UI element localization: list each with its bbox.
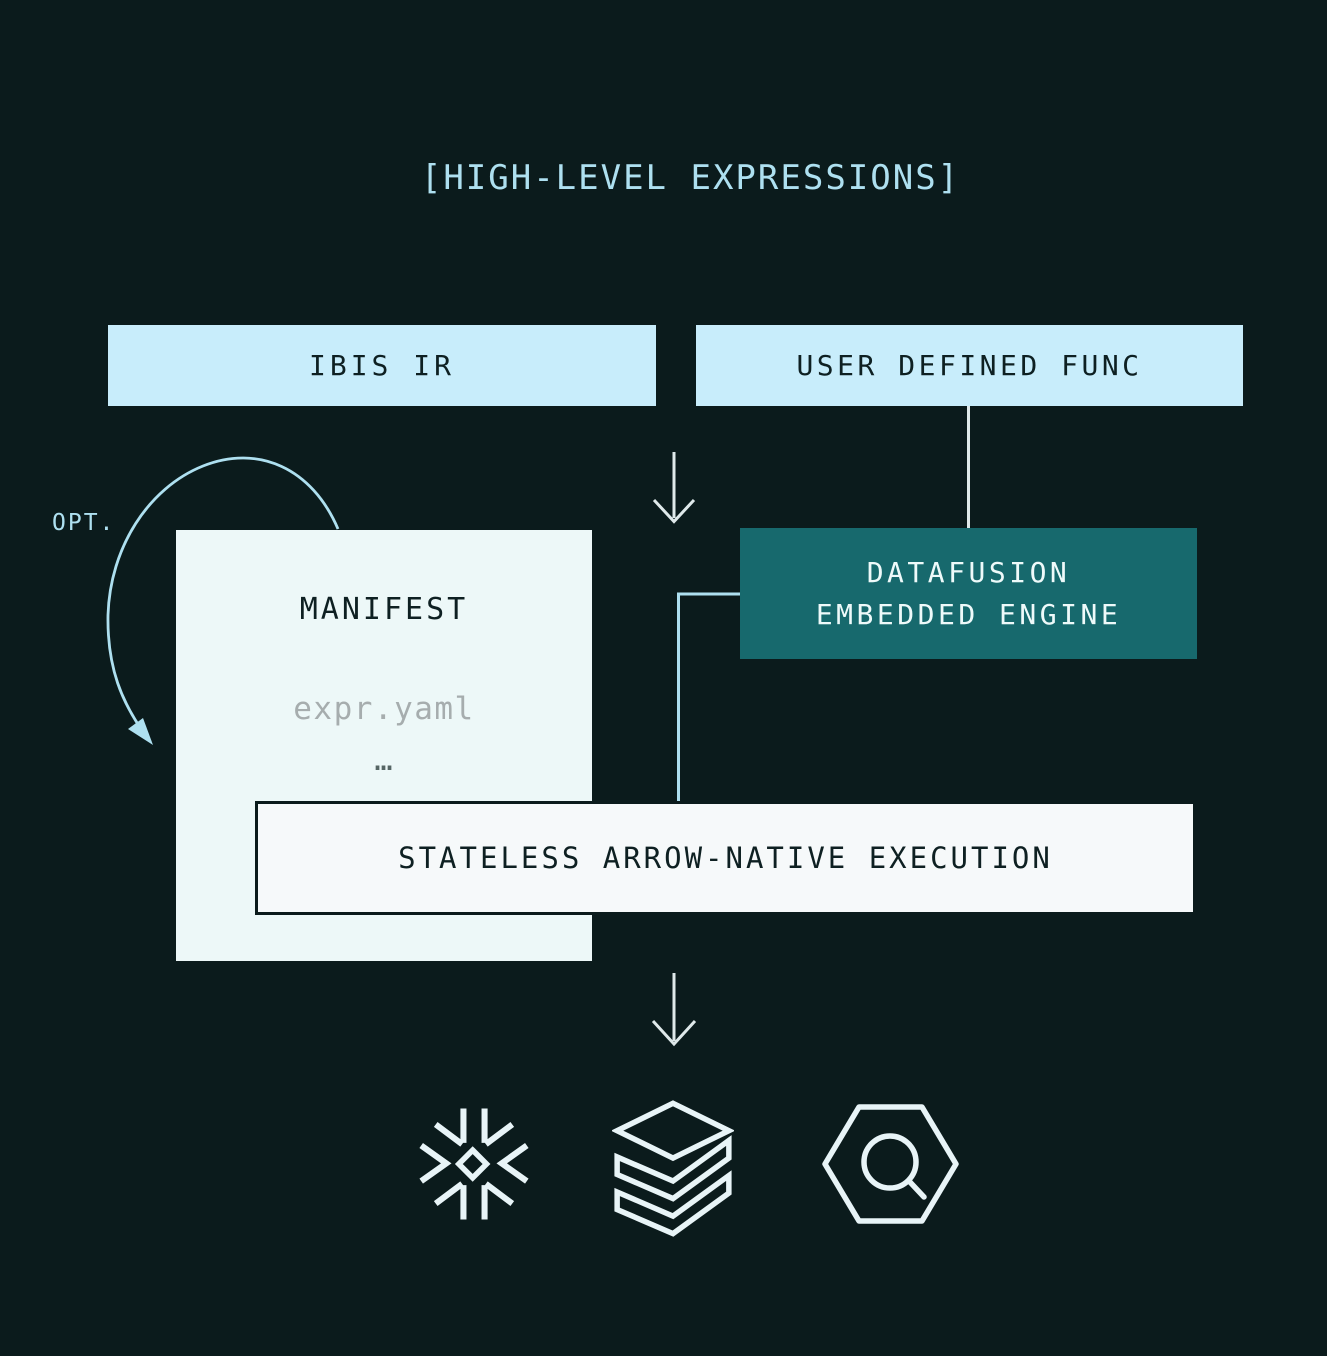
down-arrow-bottom: [651, 973, 697, 1047]
manifest-ellipsis: …: [374, 743, 394, 778]
opt-annotation: OPT.: [52, 510, 116, 536]
node-ibis-ir-label: IBIS IR: [308, 349, 455, 382]
snowflake-icon: [419, 1108, 529, 1220]
node-datafusion-embedded-engine: DATAFUSION EMBEDDED ENGINE: [740, 528, 1197, 659]
bigquery-icon: [822, 1104, 959, 1224]
node-datafusion-label-line1: DATAFUSION: [866, 556, 1071, 590]
databricks-bottom-layer: [614, 1170, 732, 1237]
bigquery-hexagon: [822, 1104, 959, 1224]
page-title: [HIGH-LEVEL EXPRESSIONS]: [420, 158, 961, 198]
bigquery-lens: [861, 1133, 919, 1191]
node-stateless-label: STATELESS ARROW-NATIVE EXECUTION: [398, 841, 1053, 875]
manifest-file-name: expr.yaml: [293, 691, 475, 727]
node-manifest-label: MANIFEST: [299, 592, 469, 627]
databricks-middle-layer: [614, 1135, 732, 1202]
snowflake-center-diamond: [454, 1146, 491, 1182]
node-datafusion-label-line2: EMBEDDED ENGINE: [815, 597, 1122, 631]
bigquery-handle: [906, 1178, 927, 1200]
opt-loop-arrowhead: [128, 718, 153, 745]
node-ibis-ir: IBIS IR: [108, 325, 656, 406]
databricks-icon: [612, 1100, 734, 1237]
node-user-defined-func: USER DEFINED FUNC: [696, 325, 1243, 406]
databricks-top-layer: [612, 1100, 734, 1162]
down-arrow-top: [652, 452, 696, 524]
node-udf-label: USER DEFINED FUNC: [796, 349, 1143, 382]
datafusion-to-stateless-line: [677, 592, 740, 801]
node-stateless-execution: STATELESS ARROW-NATIVE EXECUTION: [255, 801, 1196, 915]
snowflake-arms: [419, 1108, 529, 1220]
